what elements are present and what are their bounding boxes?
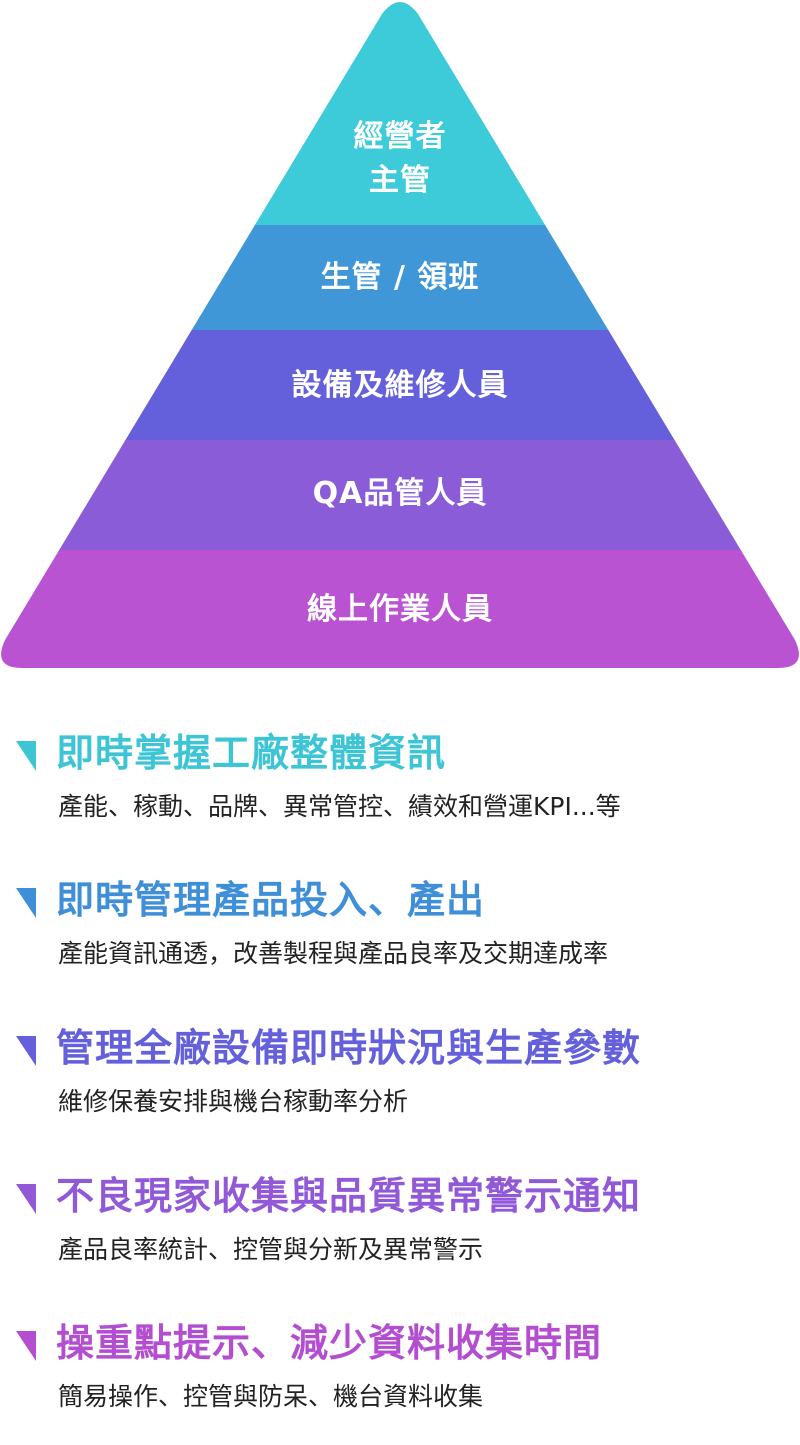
triangle-marker-icon bbox=[16, 1036, 36, 1066]
feature-title: 不良現家收集與品質異常警示通知 bbox=[56, 1174, 642, 1218]
triangle-marker-icon bbox=[16, 1331, 36, 1361]
feature-title: 操重點提示、減少資料收集時間 bbox=[56, 1321, 603, 1365]
pyramid-tier-2-label: 生管 / 領班 bbox=[150, 256, 650, 300]
pyramid-tier-4-band bbox=[1, 440, 799, 551]
feature-description: 產能、稼動、品牌、異常管控、績效和營運KPI...等 bbox=[58, 792, 621, 821]
triangle-marker-icon bbox=[16, 1184, 36, 1214]
triangle-marker-icon bbox=[16, 741, 36, 771]
feature-title: 管理全廠設備即時狀況與生產參數 bbox=[56, 1026, 642, 1070]
feature-item-3: 管理全廠設備即時狀況與生產參數 維修保養安排與機台稼動率分析 bbox=[0, 1026, 800, 1150]
pyramid-tier-1-line-1: 經營者 bbox=[353, 119, 447, 154]
pyramid-tier-2-line-1: 生管 / 領班 bbox=[320, 260, 480, 295]
triangle-marker-icon bbox=[16, 888, 36, 918]
feature-item-2: 即時管理產品投入、產出 產能資訊通透，改善製程與產品良率及交期達成率 bbox=[0, 878, 800, 1002]
feature-title: 即時管理產品投入、產出 bbox=[56, 878, 486, 922]
feature-item-5: 操重點提示、減少資料收集時間 簡易操作、控管與防呆、機台資料收集 bbox=[0, 1321, 800, 1445]
pyramid-tier-4-label: QA品管人員 bbox=[150, 472, 650, 516]
pyramid-tier-1-line-2: 主管 bbox=[369, 163, 431, 198]
feature-description: 產品良率統計、控管與分新及異常警示 bbox=[58, 1235, 484, 1264]
pyramid-tier-5-label: 線上作業人員 bbox=[150, 588, 650, 632]
pyramid-tier-1-label: 經營者 主管 bbox=[150, 115, 650, 203]
pyramid bbox=[1, 2, 799, 668]
pyramid-tier-5-band bbox=[1, 550, 799, 668]
feature-description: 產能資訊通透，改善製程與產品良率及交期達成率 bbox=[58, 939, 609, 968]
pyramid-tier-3-label: 設備及維修人員 bbox=[150, 364, 650, 408]
feature-description: 簡易操作、控管與防呆、機台資料收集 bbox=[58, 1382, 484, 1411]
feature-item-1: 即時掌握工廠整體資訊 產能、稼動、品牌、異常管控、績效和營運KPI...等 bbox=[0, 731, 800, 855]
pyramid-tier-3-line-1: 設備及維修人員 bbox=[291, 368, 509, 403]
pyramid-tier-4-line-1: QA品管人員 bbox=[312, 476, 488, 511]
feature-title: 即時掌握工廠整體資訊 bbox=[56, 731, 447, 775]
pyramid-tier-5-line-1: 線上作業人員 bbox=[307, 592, 493, 627]
feature-item-4: 不良現家收集與品質異常警示通知 產品良率統計、控管與分新及異常警示 bbox=[0, 1174, 800, 1298]
feature-description: 維修保養安排與機台稼動率分析 bbox=[58, 1087, 409, 1116]
